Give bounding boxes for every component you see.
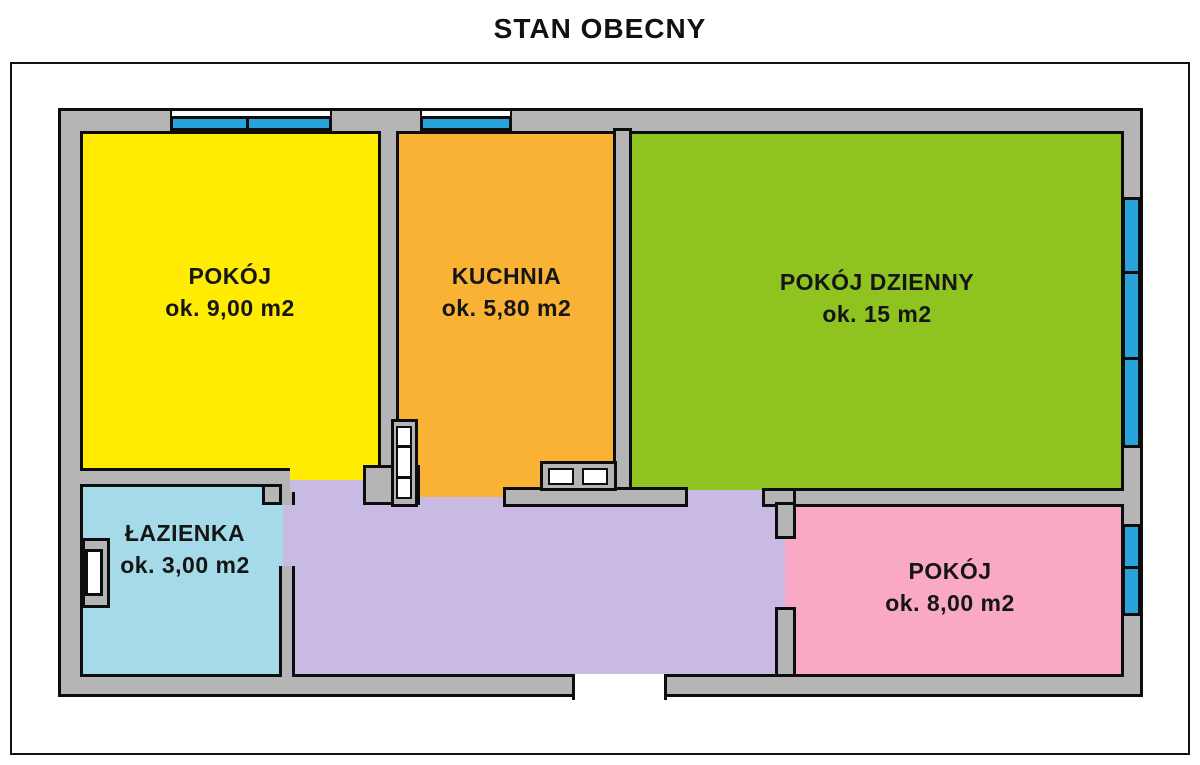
opening-kuchnia-hall-side [420, 497, 503, 509]
room-pokoj-dzienny [629, 131, 1124, 491]
room-lazienka [80, 484, 282, 677]
room-area: ok. 3,00 m2 [120, 552, 250, 578]
opening-lazienka-hall-side [283, 505, 298, 566]
kitchen-hatch-pane-left [548, 468, 574, 485]
room-area: ok. 8,00 m2 [885, 590, 1015, 616]
kitchen-radiator-divider-1 [396, 445, 412, 448]
entrance-opening [572, 674, 667, 700]
opening-pokoj2-hall-side [770, 539, 785, 607]
entrance-opening-hall-side [572, 660, 667, 674]
window-pokoj1 [170, 116, 332, 131]
kitchen-hatch-pane-right [582, 468, 608, 485]
label-pokoj-1: POKÓJ ok. 9,00 m2 [105, 260, 355, 324]
room-name: KUCHNIA [451, 263, 562, 289]
opening-dzienny-hall-side [688, 490, 762, 504]
window-pokoj-dzienny-divider-1 [1122, 271, 1141, 274]
room-korytarz [292, 480, 779, 677]
room-name: ŁAZIENKA [124, 520, 246, 546]
window-pokoj2-divider [1122, 566, 1141, 569]
window-pokoj2 [1122, 524, 1141, 616]
opening-pokoj1-hall-side [290, 480, 363, 492]
plan-title: STAN OBECNY [493, 13, 707, 44]
room-area: ok. 5,80 m2 [441, 295, 572, 321]
wall-stub-pink-door-top [775, 502, 796, 539]
opening-pokoj1-room-side [290, 458, 363, 480]
window-pokoj-dzienny-divider-2 [1122, 357, 1141, 360]
label-pokoj-dzienny: POKÓJ DZIENNY ok. 15 m2 [727, 266, 1027, 330]
bathroom-shaft [85, 549, 103, 596]
wall-stub-pink-door-bottom [775, 607, 796, 677]
window-kuchnia [420, 116, 512, 131]
opening-lazienka-room-side [268, 505, 283, 566]
room-pokoj-1 [80, 131, 381, 471]
room-area: ok. 9,00 m2 [165, 295, 295, 321]
opening-pokoj2-room-side [785, 539, 800, 607]
room-name: POKÓJ [908, 558, 992, 584]
label-kuchnia: KUCHNIA ok. 5,80 m2 [389, 260, 624, 324]
opening-kuchnia-room-side [420, 484, 503, 497]
kitchen-radiator [396, 426, 412, 499]
kitchen-radiator-divider-2 [396, 476, 412, 479]
room-name: POKÓJ [188, 263, 272, 289]
label-lazienka: ŁAZIENKA ok. 3,00 m2 [90, 517, 280, 581]
opening-dzienny-room-side [688, 482, 762, 490]
label-pokoj-2: POKÓJ ok. 8,00 m2 [790, 555, 1110, 619]
room-name: POKÓJ DZIENNY [779, 269, 975, 295]
room-area: ok. 15 m2 [822, 301, 932, 327]
wall-stub-bathroom-top [262, 484, 282, 505]
window-pokoj1-divider [246, 119, 249, 128]
window-pokoj-dzienny [1122, 197, 1141, 448]
